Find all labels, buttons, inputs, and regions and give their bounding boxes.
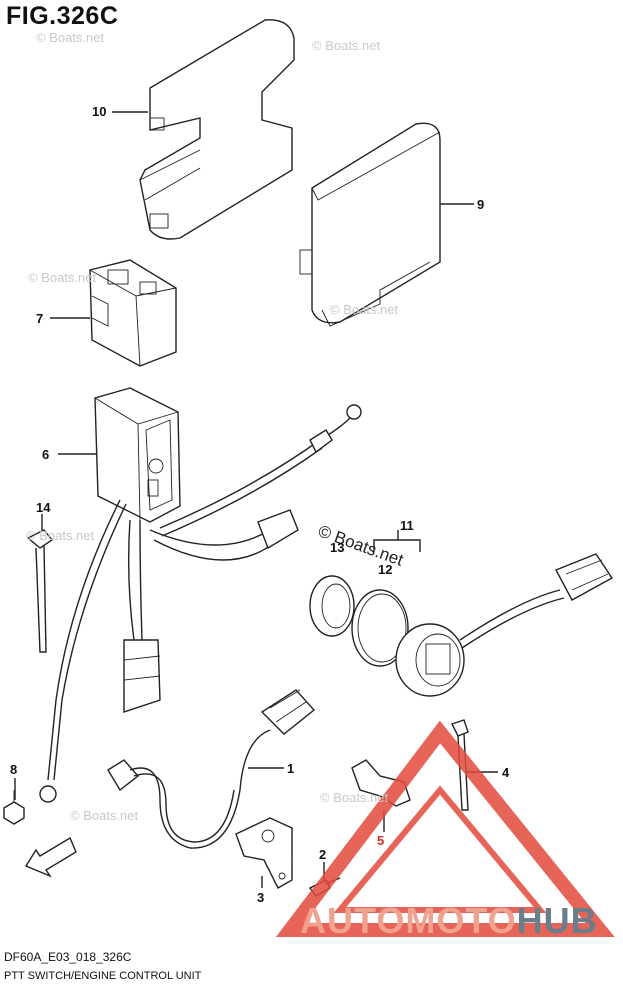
callout-5[interactable]: 5 [377, 833, 385, 848]
callout-2[interactable]: 2 [319, 847, 327, 862]
callout-14[interactable]: 14 [36, 500, 51, 515]
part-14-cable-tie[interactable] [26, 529, 54, 653]
watermark-text: © Boats.net [330, 302, 399, 317]
callout-6[interactable]: 6 [42, 447, 50, 462]
watermark-text: © Boats.net [28, 270, 97, 285]
fwd-arrow [24, 836, 77, 878]
part-7-relay[interactable] [89, 259, 177, 367]
callout-4[interactable]: 4 [502, 765, 510, 780]
figure-title: FIG.326C [6, 2, 119, 30]
part-9-engine-control-unit[interactable] [299, 122, 441, 327]
automotohub-brand: AUTOMOTOHUB [300, 900, 598, 942]
watermark-text: © Boats.net [36, 30, 105, 45]
callout-13[interactable]: 13 [330, 540, 345, 555]
part-3-bracket[interactable] [235, 817, 293, 889]
callout-3[interactable]: 3 [257, 890, 265, 905]
drawing-code: DF60A_E03_018_326C [4, 950, 132, 964]
watermark-text: © Boats.net [26, 528, 95, 543]
part-8-bolt[interactable] [3, 790, 25, 825]
callout-11[interactable]: 11 [400, 518, 414, 533]
brand-part2: HUB [516, 900, 598, 941]
callout-1[interactable]: 1 [287, 761, 295, 776]
part-1-sensor-harness[interactable] [107, 689, 316, 849]
callout-9[interactable]: 9 [477, 197, 485, 212]
callout-8[interactable]: 8 [10, 762, 18, 777]
brand-part1: AUTOMOTO [300, 900, 517, 941]
part-11-ptt-switch[interactable] [395, 553, 614, 697]
leader-11 [373, 530, 421, 552]
part-10-cover[interactable] [139, 19, 295, 240]
part-13-seal[interactable] [309, 575, 355, 637]
callout-7[interactable]: 7 [36, 311, 44, 326]
part-6-module-harness[interactable] [39, 387, 362, 803]
callout-10[interactable]: 10 [92, 104, 107, 119]
part-12-o-ring[interactable] [351, 589, 409, 667]
figure-caption: PTT SWITCH/ENGINE CONTROL UNIT [4, 970, 202, 982]
watermark-text: © Boats.net [312, 38, 381, 53]
callout-12[interactable]: 12 [378, 562, 393, 577]
watermark-text: © Boats.net [320, 790, 389, 805]
automotohub-logo-triangle [275, 720, 615, 937]
watermark-text: © Boats.net [70, 808, 139, 823]
